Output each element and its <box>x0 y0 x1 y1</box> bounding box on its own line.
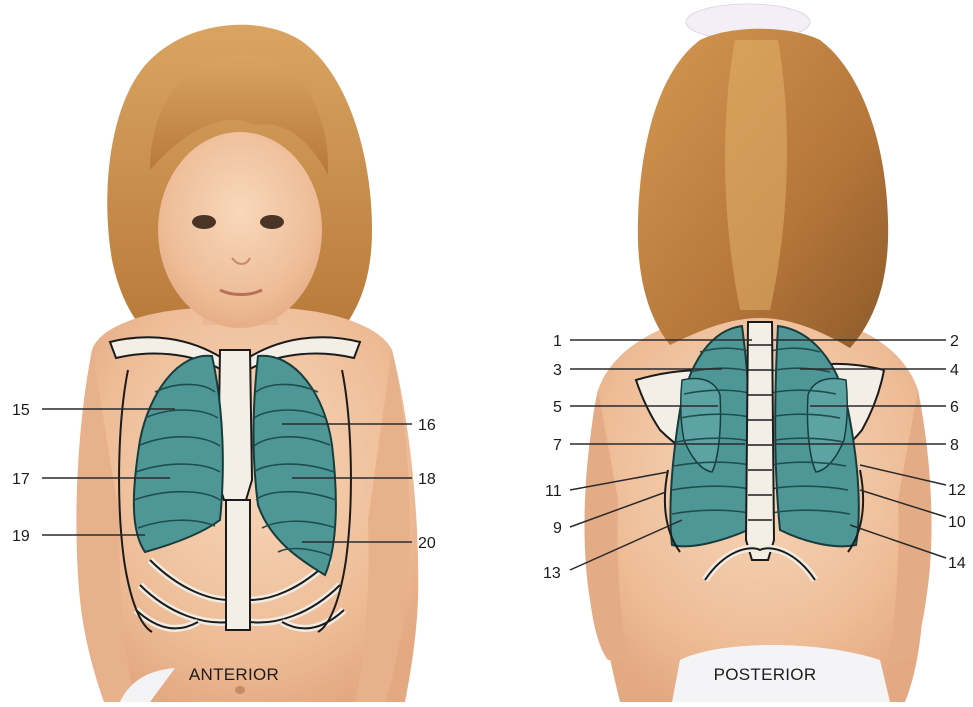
spine-posterior <box>746 322 774 560</box>
label-19: 19 <box>12 528 30 545</box>
caption-posterior: POSTERIOR <box>714 665 817 684</box>
label-14: 14 <box>948 555 966 572</box>
label-20: 20 <box>418 535 436 552</box>
face <box>158 132 322 328</box>
caption-anterior: ANTERIOR <box>189 665 279 684</box>
label-15: 15 <box>12 402 30 419</box>
label-9: 9 <box>553 520 562 537</box>
label-12: 12 <box>948 482 966 499</box>
label-17: 17 <box>12 471 30 488</box>
label-16: 16 <box>418 417 436 434</box>
label-6: 6 <box>950 399 959 416</box>
label-3: 3 <box>553 362 562 379</box>
label-2: 2 <box>950 333 959 350</box>
label-5: 5 <box>553 399 562 416</box>
label-10: 10 <box>948 514 966 531</box>
eye <box>260 215 284 229</box>
label-13: 13 <box>543 565 561 582</box>
spine-anterior <box>226 500 250 630</box>
label-7: 7 <box>553 437 562 454</box>
label-18: 18 <box>418 471 436 488</box>
navel <box>235 686 245 694</box>
label-11: 11 <box>545 483 562 500</box>
label-8: 8 <box>950 437 959 454</box>
label-1: 1 <box>553 333 562 350</box>
label-4: 4 <box>950 362 959 379</box>
eye <box>192 215 216 229</box>
